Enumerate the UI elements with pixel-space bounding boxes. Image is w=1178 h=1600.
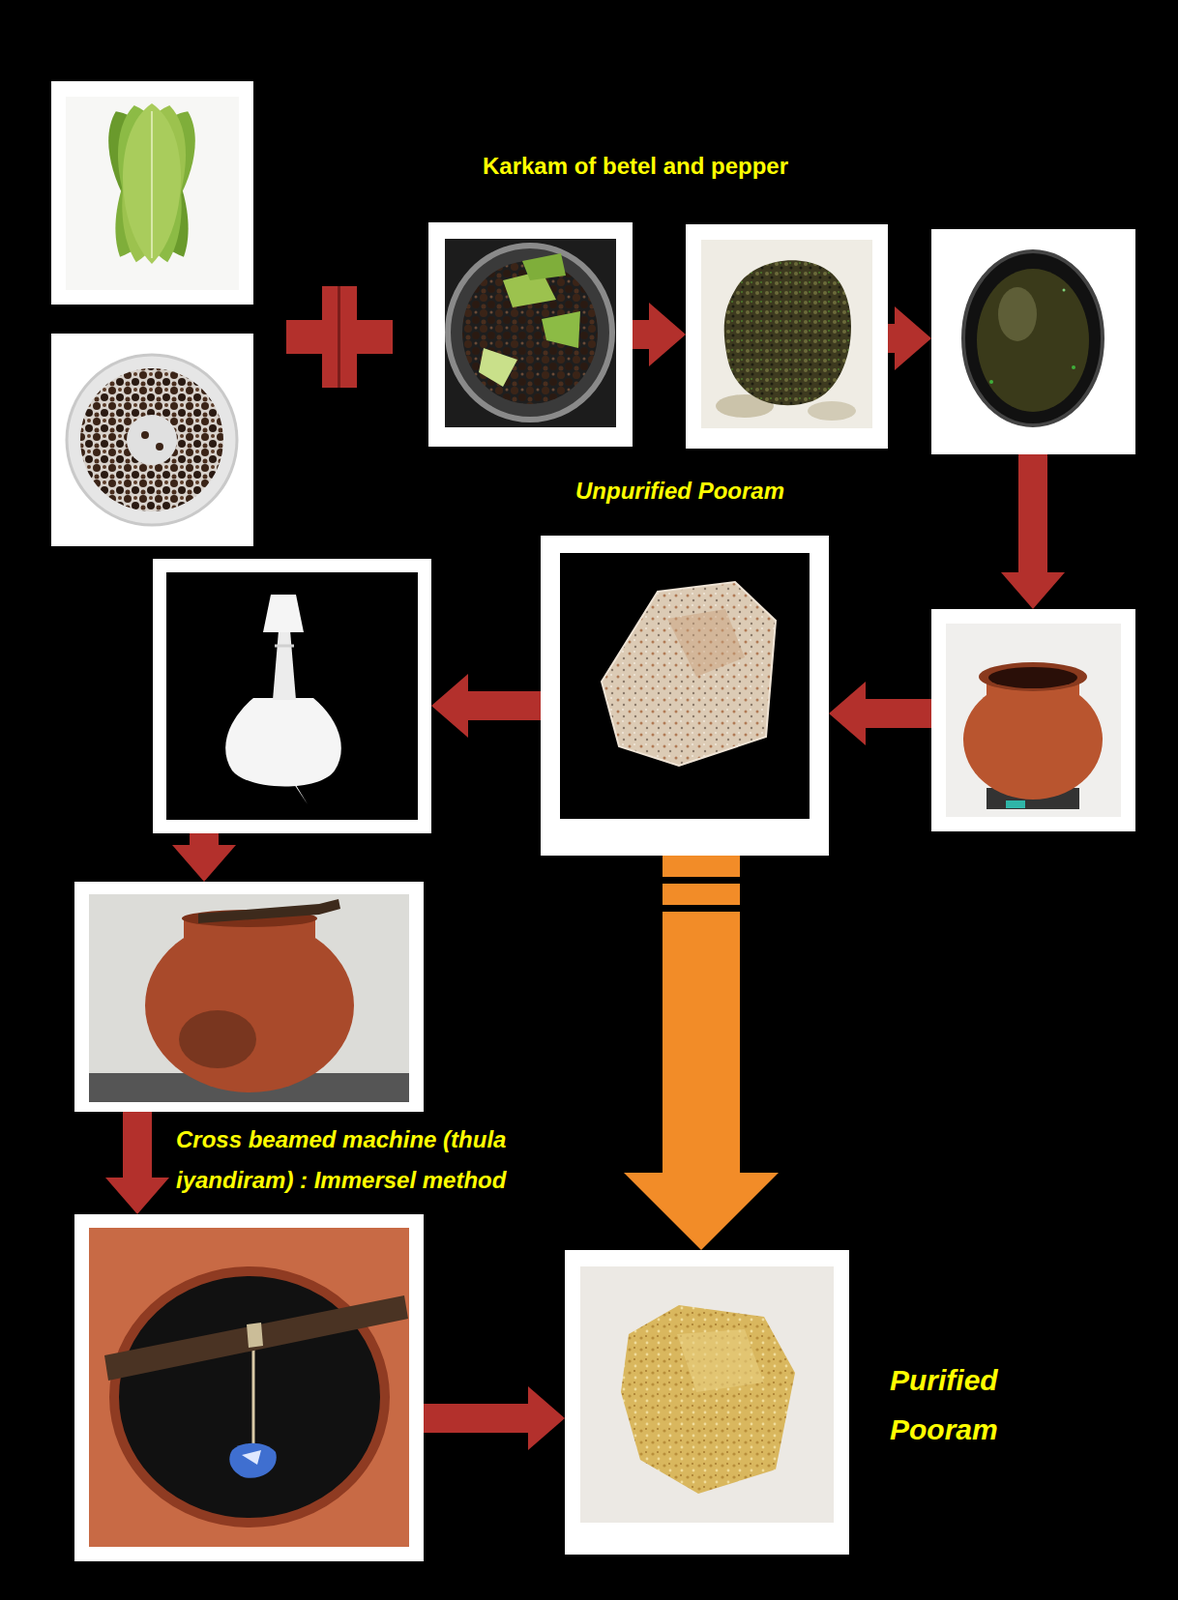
flow-arrow [865, 699, 932, 729]
photo-frame [51, 333, 254, 547]
photo-frame [51, 81, 254, 305]
photo-frame [931, 609, 1136, 832]
juice-photo [931, 229, 1136, 455]
photo-frame [74, 882, 424, 1113]
pot-photo [931, 609, 1136, 832]
paste-photo [685, 224, 888, 449]
plus-sign [286, 286, 393, 388]
photo-frame: Unpurified Pooram [540, 535, 829, 856]
immersion-pot-photo [74, 1214, 424, 1562]
pot-with-beam-photo [74, 882, 424, 1113]
flow-arrow [423, 1404, 529, 1434]
flow-arrow [1018, 454, 1048, 573]
step-caption: Cross beamed machine (thula iyandiram) :… [176, 1119, 583, 1202]
betel-photo [51, 81, 254, 305]
unpurified-pooram-photo [540, 535, 829, 856]
flow-arrow [887, 323, 895, 354]
photo-frame: Purified Pooram [564, 1250, 850, 1556]
flow-arrow [468, 691, 541, 721]
photo-frame [931, 229, 1136, 455]
pepper-photo [51, 333, 254, 547]
flow-arrow [662, 855, 740, 1174]
step-caption: Karkam of betel and pepper [482, 152, 789, 181]
photo-frame [152, 559, 432, 834]
grinding-photo [428, 222, 633, 447]
purified-pooram-photo [564, 1250, 850, 1556]
cloth-bundle-photo [152, 559, 432, 834]
photo-frame [428, 222, 633, 447]
step-caption: Unpurified Pooram [575, 477, 785, 506]
photo-frame: Cross beamed machine (thula iyandiram) :… [74, 1214, 424, 1562]
flow-arrow [189, 833, 219, 846]
flow-arrow [632, 320, 649, 350]
step-caption: Purified Pooram [889, 1355, 1035, 1455]
photo-frame: Karkam of betel and pepper [685, 224, 888, 449]
flow-arrow [122, 1112, 152, 1178]
